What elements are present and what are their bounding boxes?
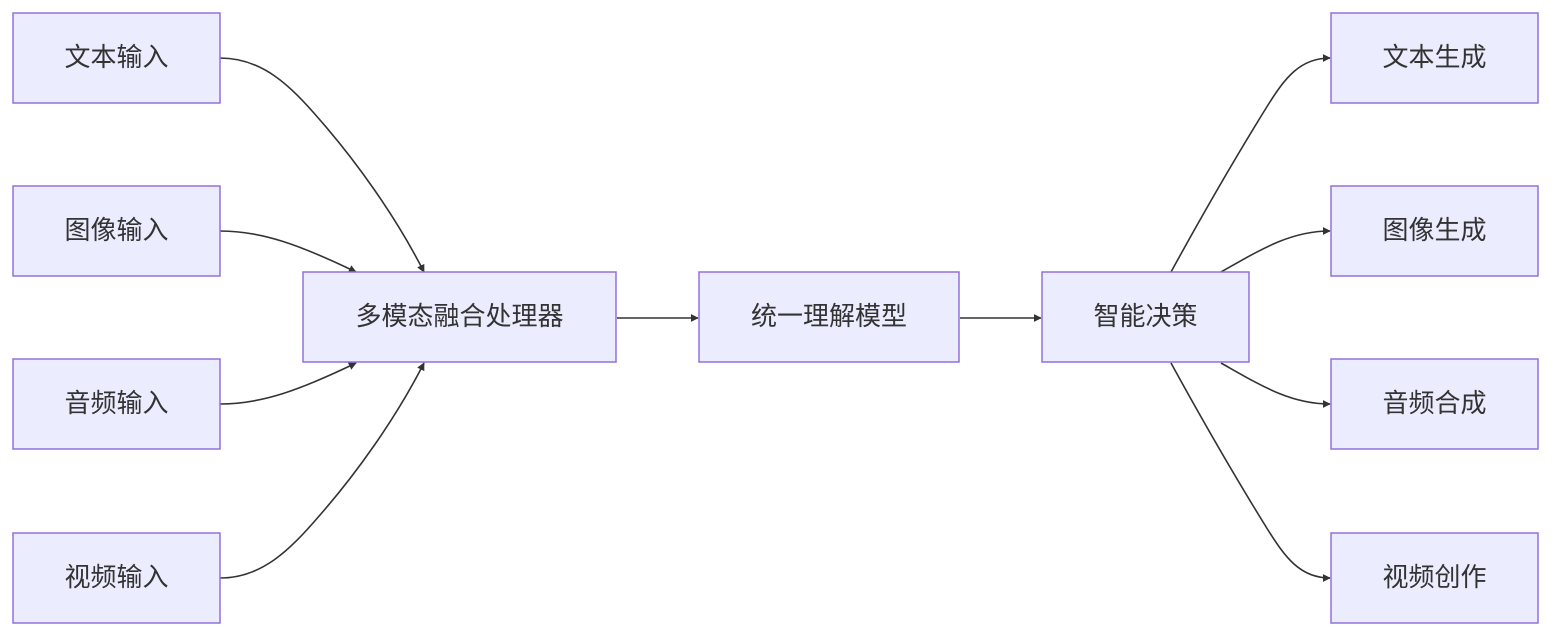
node-audio-synthesis[interactable]: 音频合成 — [1330, 358, 1539, 450]
edge-video-input-to-fusion — [219, 362, 425, 579]
node-audio-input-label: 音频输入 — [64, 389, 168, 419]
edge-text-input-to-fusion — [219, 57, 425, 273]
node-video-input[interactable]: 视频输入 — [12, 532, 221, 624]
node-text-input[interactable]: 文本输入 — [12, 12, 221, 104]
edge-audio-input-to-fusion — [219, 362, 357, 405]
node-unified-model-label: 统一理解模型 — [751, 302, 907, 332]
node-video-input-label: 视频输入 — [64, 563, 168, 593]
node-text-generation-label: 文本生成 — [1382, 43, 1486, 73]
edge-image-input-to-fusion — [219, 230, 357, 273]
node-video-creation-label: 视频创作 — [1382, 563, 1486, 593]
node-audio-input[interactable]: 音频输入 — [12, 358, 221, 450]
node-text-generation[interactable]: 文本生成 — [1330, 12, 1539, 104]
edge-decision-to-image-gen — [1220, 227, 1331, 273]
node-video-creation[interactable]: 视频创作 — [1330, 532, 1539, 624]
node-text-input-label: 文本输入 — [64, 43, 168, 73]
node-smart-decision[interactable]: 智能决策 — [1041, 271, 1250, 363]
edge-decision-to-text-gen — [1170, 54, 1331, 273]
edges — [219, 54, 1331, 582]
node-image-input[interactable]: 图像输入 — [12, 185, 221, 277]
node-fusion-processor-label: 多模态融合处理器 — [355, 302, 563, 332]
edge-decision-to-video-create — [1170, 362, 1331, 582]
node-smart-decision-label: 智能决策 — [1093, 302, 1197, 332]
node-fusion-processor[interactable]: 多模态融合处理器 — [302, 271, 617, 363]
node-unified-model[interactable]: 统一理解模型 — [698, 271, 960, 363]
node-image-input-label: 图像输入 — [64, 216, 168, 246]
node-image-generation-label: 图像生成 — [1382, 216, 1486, 246]
node-image-generation[interactable]: 图像生成 — [1330, 185, 1539, 277]
edge-decision-to-audio-synth — [1220, 362, 1331, 408]
node-audio-synthesis-label: 音频合成 — [1382, 389, 1486, 419]
